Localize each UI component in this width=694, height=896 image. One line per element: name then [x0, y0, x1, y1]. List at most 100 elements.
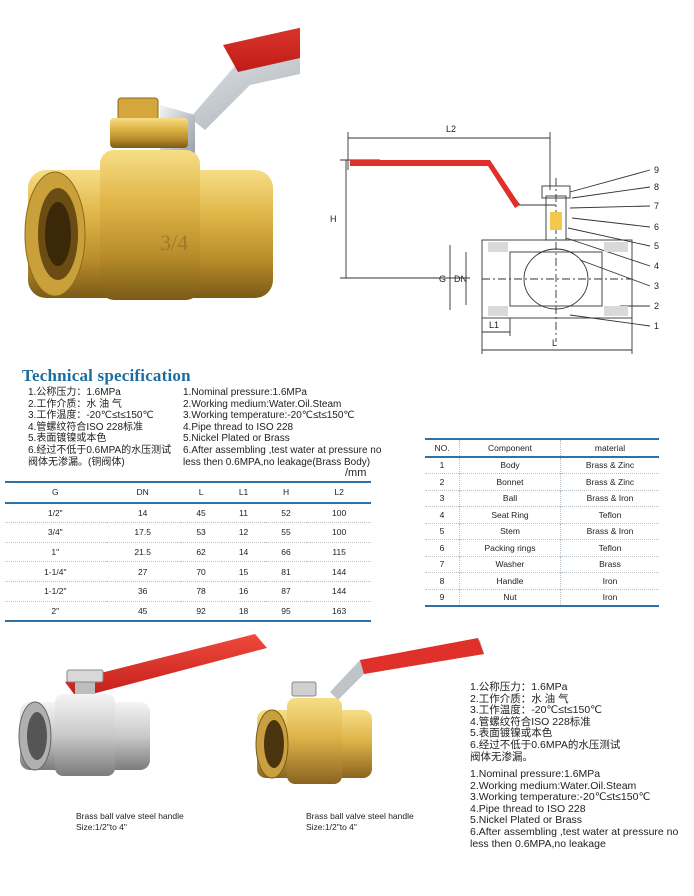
table-cell: 52: [281, 507, 291, 518]
part-number: 6: [654, 222, 659, 232]
label-l2: L2: [446, 124, 456, 134]
table-cell: Washer: [459, 556, 561, 573]
table-header-row: G DN L L1 H L2: [5, 482, 371, 503]
table-cell: 16: [238, 586, 249, 597]
table-row: 7 Washer Brass: [425, 556, 659, 573]
svg-text:3/4: 3/4: [160, 230, 188, 255]
spec-line: 6.经过不低于0.6MPA的水压测试: [28, 444, 172, 456]
unit-label: /mm: [345, 467, 367, 479]
part-number: 4: [654, 261, 659, 271]
table-header-row: NO. Component material: [425, 439, 659, 457]
column-header: DN: [136, 487, 149, 498]
caption-brass-valve: Brass ball valve steel handle Size:1/2"t…: [306, 811, 414, 832]
part-number: 8: [654, 182, 659, 192]
table-cell: 17.5: [134, 527, 151, 538]
table-cell: Teflon: [598, 542, 622, 553]
label-h: H: [330, 214, 337, 224]
table-cell: 115: [332, 547, 346, 558]
spec-line: 2.工作介质：水 油 气: [28, 398, 122, 410]
spec-list-english: 1.Nominal pressure:1.6MPa 2.Working medi…: [183, 387, 381, 468]
table-cell: Seat Ring: [459, 506, 561, 523]
caption-line: Size:1/2"to 4": [306, 821, 357, 832]
table-cell: 18: [238, 605, 249, 616]
valve-technical-drawing: L2 H G DN L1 L 9 8 7 6 5 4 3 2 1: [330, 124, 659, 354]
table-cell: 36: [137, 586, 148, 597]
table-cell: 53: [196, 527, 206, 538]
spec-line: 2.Working medium:Water.Oil.Steam: [183, 398, 342, 410]
label-l: L: [552, 338, 557, 348]
part-number: 2: [654, 301, 659, 311]
column-header: H: [282, 487, 290, 498]
table-cell: 14: [238, 547, 249, 558]
caption-line: Brass ball valve steel handle: [76, 811, 184, 821]
label-dn: DN: [454, 274, 467, 284]
table-cell: 4: [425, 506, 460, 523]
spec-line: 1.公称压力：1.6MPa: [470, 681, 568, 693]
table-cell: 7: [425, 556, 460, 573]
table-cell: Ball: [459, 490, 561, 507]
table-row: 1-1/4" 27 70 15 81 144: [5, 562, 371, 582]
spec2-list-chinese: 1.公称压力：1.6MPa 2.工作介质：水 油 气 3.工作温度：-20℃≤t…: [470, 681, 621, 763]
spec-line: 5.表面镀镍或本色: [470, 727, 553, 740]
spec-line: 阀体无渗漏。(铜阀体): [28, 456, 125, 468]
table-cell: 70: [196, 566, 206, 577]
table-row: 1 Body Brass & Zinc: [425, 456, 659, 474]
table-cell: Brass & Iron: [586, 526, 634, 537]
label-l1: L1: [489, 320, 499, 330]
table-cell: 27: [137, 566, 148, 577]
table-cell: 1-1/2": [44, 586, 67, 597]
table-cell: 5: [425, 523, 460, 540]
part-number: 3: [654, 281, 659, 291]
caption-line: Size:1/2"to 4": [76, 821, 127, 832]
table-cell: 11: [239, 507, 248, 518]
table-cell: 1/2": [47, 507, 63, 518]
table-row: 5 Stem Brass & Iron: [425, 523, 659, 540]
spec-line: 6.经过不低于0.6MPA的水压测试: [470, 738, 621, 751]
table-cell: 81: [281, 566, 291, 577]
table-cell: Bonnet: [459, 473, 561, 490]
table-cell: Teflon: [598, 509, 622, 520]
table-cell: Iron: [602, 592, 618, 603]
table-cell: Nut: [459, 589, 561, 606]
table-cell: 12: [238, 527, 249, 538]
spec-line: 3.工作温度：-20℃≤t≤150℃: [28, 410, 154, 422]
caption-nickel-valve: Brass ball valve steel handle Size:1/2"t…: [76, 811, 184, 832]
table-cell: 8: [425, 572, 460, 589]
spec-line: 3.工作温度：-20℃≤t≤150℃: [470, 704, 602, 717]
table-cell: 55: [281, 527, 291, 538]
table-row: 4 Seat Ring Teflon: [425, 506, 659, 523]
table-row: 1-1/2" 36 78 16 87 144: [5, 581, 371, 602]
part-number: 5: [654, 241, 659, 251]
table-cell: 3/4": [47, 527, 63, 538]
table-cell: 3: [425, 490, 460, 507]
column-header: Component: [459, 439, 561, 457]
table-cell: Stem: [459, 523, 561, 540]
spec-line: 3.Working temperature:-20℃≤t≤150℃: [470, 791, 651, 804]
spec-line: 6.After assembling ,test water at pressu…: [183, 444, 382, 456]
table-cell: Brass & Iron: [586, 493, 634, 504]
table-row: 2" 45 92 18 95 163: [5, 601, 371, 622]
table-cell: 144: [332, 586, 347, 597]
spec-line: 5.Nickel Plated or Brass: [470, 814, 583, 827]
column-header: L2: [334, 487, 344, 498]
spec-line: 2.Working medium:Water.Oil.Steam: [470, 779, 637, 792]
spec-line: 1.Nominal pressure:1.6MPa: [183, 387, 307, 398]
table-row: 6 Packing rings Teflon: [425, 539, 659, 556]
table-row: 3/4" 17.5 53 12 55 100: [5, 523, 371, 543]
spec-line: 4.管螺纹符合ISO 228标准: [28, 421, 144, 433]
table-cell: 45: [196, 507, 206, 518]
table-cell: 62: [196, 547, 206, 558]
table-cell: 45: [137, 605, 148, 616]
table-cell: Iron: [602, 575, 618, 586]
spec-line: less then 0.6MPA,no leakage(Brass Body): [183, 456, 371, 468]
spec-line: 1.Nominal pressure:1.6MPa: [470, 768, 601, 780]
spec-line: 3.Working temperature:-20℃≤t≤150℃: [183, 410, 355, 422]
table-cell: 87: [281, 586, 291, 597]
spec-line: 6.After assembling ,test water at pressu…: [470, 825, 679, 838]
spec-line: 5.表面镀镍或本色: [28, 433, 107, 445]
spec-line: 阀体无渗漏。: [470, 750, 533, 763]
table-cell: 6: [425, 539, 460, 556]
table-cell: 15: [238, 566, 249, 577]
table-row: 1" 21.5 62 14 66 115: [5, 542, 371, 562]
table-cell: 163: [332, 605, 347, 616]
